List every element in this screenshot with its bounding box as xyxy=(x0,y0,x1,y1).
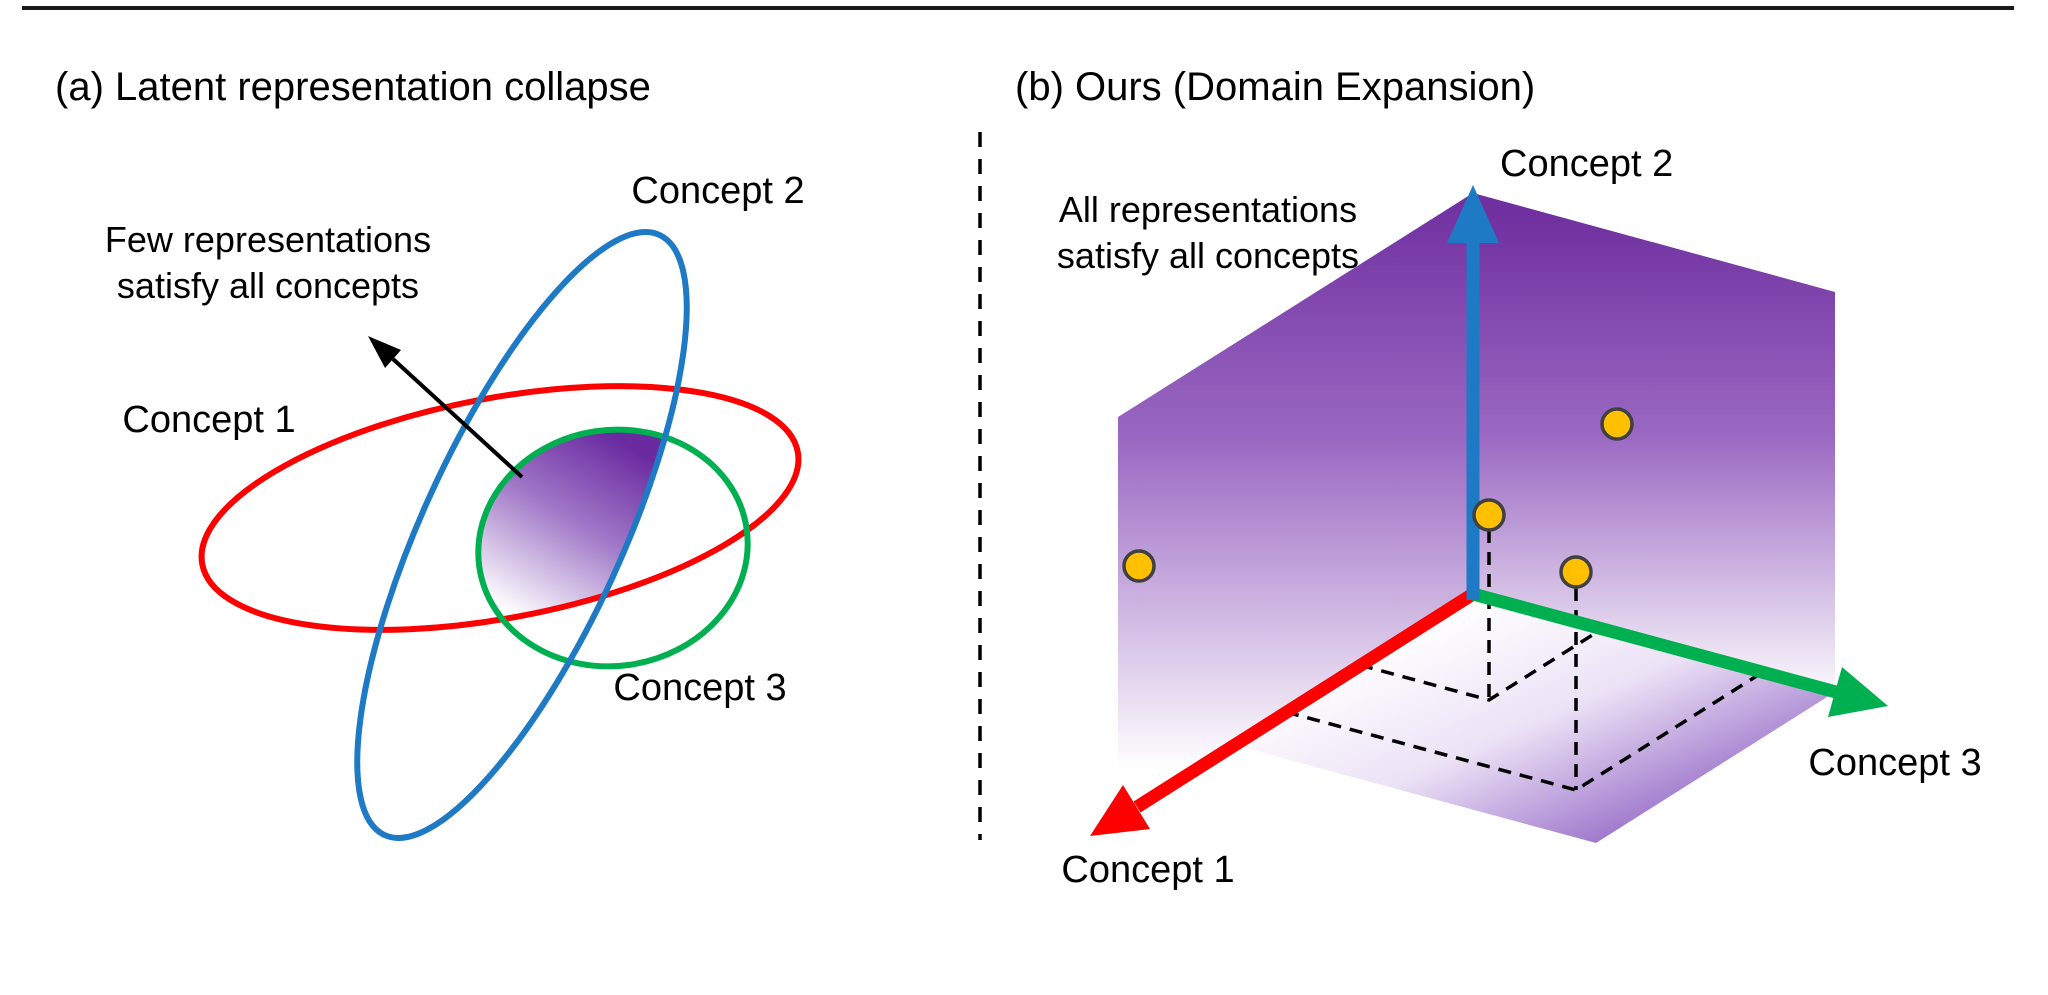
axis-arrowhead-concept1 xyxy=(1090,785,1150,836)
panel-a-title: (a) Latent representation collapse xyxy=(55,65,651,109)
axis-concept3 xyxy=(1471,587,1838,699)
concept2-label-a: Concept 2 xyxy=(631,170,804,212)
concept3-ellipse xyxy=(475,426,751,670)
panel-b: (b) Ours (Domain Expansion) All xyxy=(1015,65,1982,891)
concept3-label-b: Concept 3 xyxy=(1808,742,1981,784)
representation-point xyxy=(1472,498,1506,532)
representation-points xyxy=(1122,407,1634,589)
representation-point xyxy=(1600,407,1634,441)
wall-left xyxy=(1118,193,1473,818)
representation-point xyxy=(1122,549,1156,583)
annotation-arrow-line xyxy=(391,357,524,479)
projection-floor-path xyxy=(1285,670,1764,792)
panel-b-title: (b) Ours (Domain Expansion) xyxy=(1015,65,1535,109)
concept1-label-a: Concept 1 xyxy=(122,399,295,441)
concept3-label-a: Concept 3 xyxy=(613,667,786,709)
axis-concept1 xyxy=(1133,588,1477,813)
panel-b-annotation-line1: All representations xyxy=(1059,189,1357,230)
panel-a-annotation-line1: Few representations xyxy=(105,219,431,260)
concept1-label-b: Concept 1 xyxy=(1061,849,1234,891)
panel-a-annotation-line2: satisfy all concepts xyxy=(117,265,419,306)
axis-arrowhead-concept3 xyxy=(1828,667,1888,717)
concept2-label-b: Concept 2 xyxy=(1500,143,1673,185)
axis-arrowhead-concept2 xyxy=(1447,185,1499,243)
panel-a: (a) Latent representation collapse Few r… xyxy=(55,65,805,841)
concept2-ellipse xyxy=(354,229,690,841)
projection-floor-path xyxy=(1359,627,1603,702)
annotation-arrowhead xyxy=(368,336,401,368)
panel-b-annotation-line2: satisfy all concepts xyxy=(1057,235,1359,276)
top-border-line xyxy=(22,6,2014,10)
representation-point xyxy=(1559,555,1593,589)
